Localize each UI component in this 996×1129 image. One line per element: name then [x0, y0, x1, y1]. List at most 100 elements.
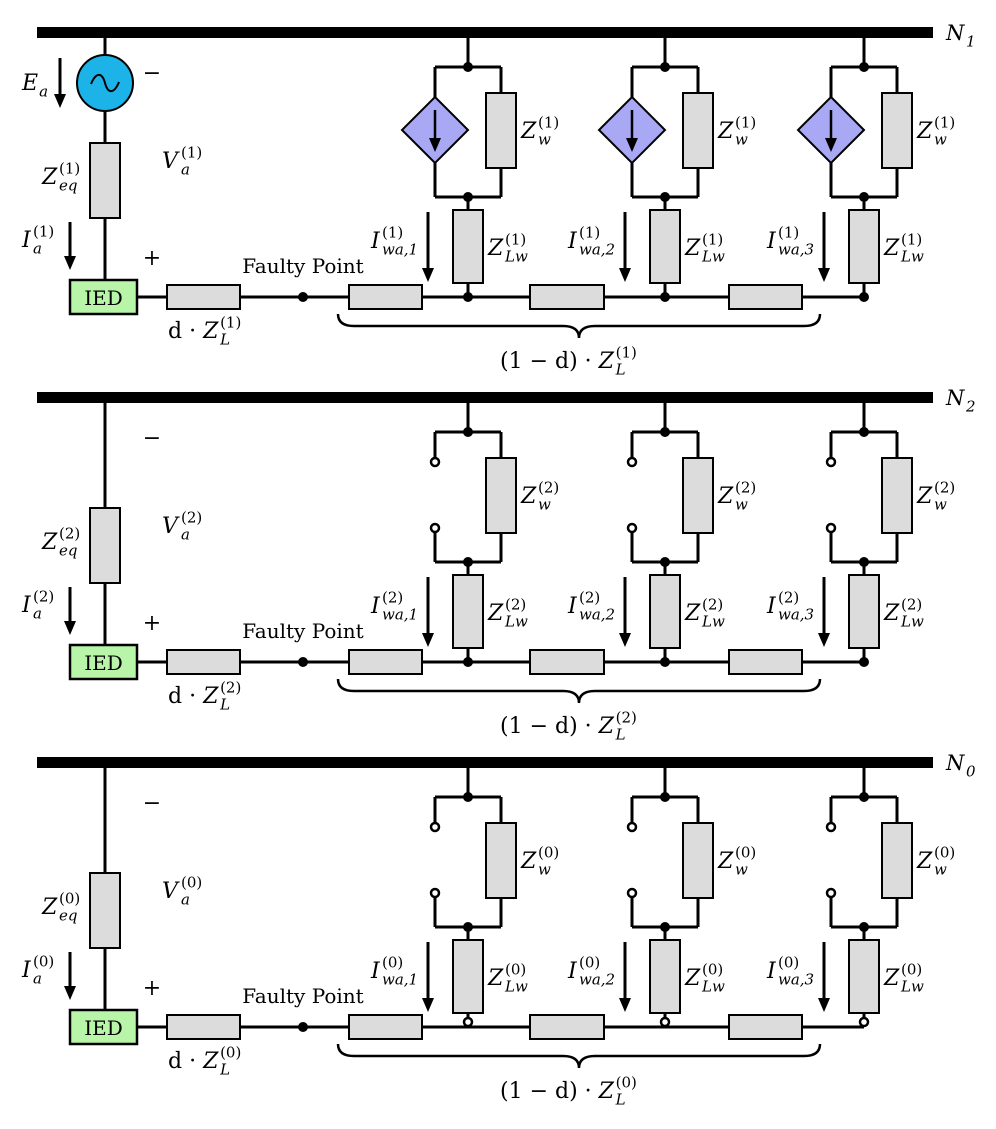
label-subscript: wa,2 — [579, 971, 615, 989]
plus-sign: + — [143, 246, 161, 271]
arrow-head — [619, 268, 631, 282]
label-symbol: Z — [487, 601, 504, 626]
iwa-arrow — [818, 577, 830, 647]
label-subscript: w — [538, 861, 551, 879]
zlw-label: Z — [487, 601, 504, 626]
line-impedance-segment-2 — [529, 1014, 605, 1040]
iwa-arrow — [619, 577, 631, 647]
iwa-arrow — [422, 577, 434, 647]
label-superscript: (0) — [735, 843, 756, 861]
arrow-head — [422, 998, 434, 1012]
faulty-point-label: Faulty Point — [242, 254, 363, 278]
label-subscript: L — [615, 361, 626, 379]
iwa-label: I — [766, 229, 777, 254]
label-symbol: Z — [717, 849, 734, 874]
source-arrow-head — [825, 138, 837, 152]
ied-box: IED — [68, 1008, 139, 1046]
label-superscript: (0) — [934, 843, 955, 861]
wind-branch-2: Z(2)wZ(2)LwI(2)wa,2 — [567, 403, 756, 667]
sine-wave-icon — [90, 73, 120, 93]
label-superscript: (1) — [220, 313, 241, 331]
iwa-label: I — [567, 229, 578, 254]
label-prefix: d · — [168, 319, 203, 344]
open-terminal — [462, 1016, 474, 1028]
label-superscript: (0) — [538, 843, 559, 861]
arrow-head — [619, 998, 631, 1012]
label-subscript: a — [181, 161, 190, 179]
equivalent-impedance — [89, 507, 121, 584]
iwa-label: I — [370, 229, 381, 254]
label-subscript: Lw — [701, 978, 725, 996]
label-symbol: N — [945, 21, 965, 45]
label-symbol: I — [766, 229, 777, 254]
label-symbol: I — [567, 229, 578, 254]
label-symbol: Z — [520, 849, 537, 874]
junction-dot — [298, 1022, 308, 1032]
wind-branch-3: Z(0)wZ(0)LwI(0)wa,3 — [766, 768, 955, 1028]
label-superscript: (1) — [382, 223, 403, 241]
zlw-label: Z — [487, 966, 504, 991]
label-symbol: I — [370, 594, 381, 619]
label-superscript: (1) — [538, 113, 559, 131]
label-symbol: V — [162, 149, 180, 174]
busbar — [37, 392, 933, 403]
emf-arrow — [54, 58, 66, 108]
label-superscript: (2) — [181, 508, 202, 526]
label-subscript: wa,3 — [778, 971, 814, 989]
label-superscript: (2) — [382, 588, 403, 606]
label-superscript: (1) — [181, 143, 202, 161]
line-impedance-segment-1 — [348, 284, 423, 310]
open-terminal — [429, 456, 441, 468]
label-subscript: 1 — [966, 32, 976, 50]
open-terminal — [825, 887, 837, 899]
line-impedance-segment-3 — [728, 1014, 803, 1040]
zw-label: Z — [916, 849, 933, 874]
wind-impedance — [485, 822, 517, 899]
label-symbol: V — [162, 514, 180, 539]
label-superscript: (2) — [538, 478, 559, 496]
label-superscript: (0) — [33, 952, 54, 970]
label-subscript: 2 — [965, 397, 976, 415]
dependent-current-source — [597, 95, 667, 165]
label-superscript: (0) — [702, 960, 723, 978]
label-symbol: Z — [598, 714, 615, 739]
label-subscript: Lw — [504, 978, 528, 996]
wind-branch-2: Z(0)wZ(0)LwI(0)wa,2 — [567, 768, 756, 1028]
label-subscript: a — [39, 83, 48, 101]
minus-sign: − — [143, 61, 161, 86]
label-subscript: L — [219, 696, 230, 714]
underbrace — [336, 678, 822, 704]
label-superscript: (1) — [901, 230, 922, 248]
brace-label: (1 − d) · Z — [500, 1079, 615, 1104]
label-symbol: Z — [916, 849, 933, 874]
label-symbol: V — [162, 879, 180, 904]
label-subscript: a — [33, 240, 42, 258]
wind-impedance — [485, 457, 517, 534]
label-symbol: Z — [487, 236, 504, 261]
junction-dot — [859, 657, 869, 667]
label-symbol: I — [21, 593, 32, 618]
label-prefix: (1 − d) · — [500, 349, 599, 374]
zeq-label: Z — [41, 895, 58, 920]
plus-sign: + — [143, 976, 161, 1001]
label-subscript: Lw — [900, 613, 924, 631]
dependent-current-source — [796, 95, 866, 165]
label-subscript: wa,2 — [579, 606, 615, 624]
line-impedance-d — [166, 1014, 241, 1040]
label-superscript: (0) — [616, 1073, 637, 1091]
label-symbol: Z — [202, 319, 219, 344]
zw-label: Z — [717, 849, 734, 874]
line-impedance-segment-3 — [728, 649, 803, 675]
label-subscript: Lw — [701, 613, 725, 631]
ied-label: IED — [84, 1016, 123, 1040]
label-subscript: a — [33, 605, 42, 623]
va-label: V — [162, 149, 180, 174]
dzl-label: d · Z — [168, 319, 219, 344]
label-symbol: Z — [684, 966, 701, 991]
wind-impedance — [881, 822, 913, 899]
label-superscript: (2) — [579, 588, 600, 606]
label-symbol: Z — [520, 484, 537, 509]
zlw-label: Z — [684, 966, 701, 991]
iwa-label: I — [567, 959, 578, 984]
busbar — [37, 27, 933, 38]
